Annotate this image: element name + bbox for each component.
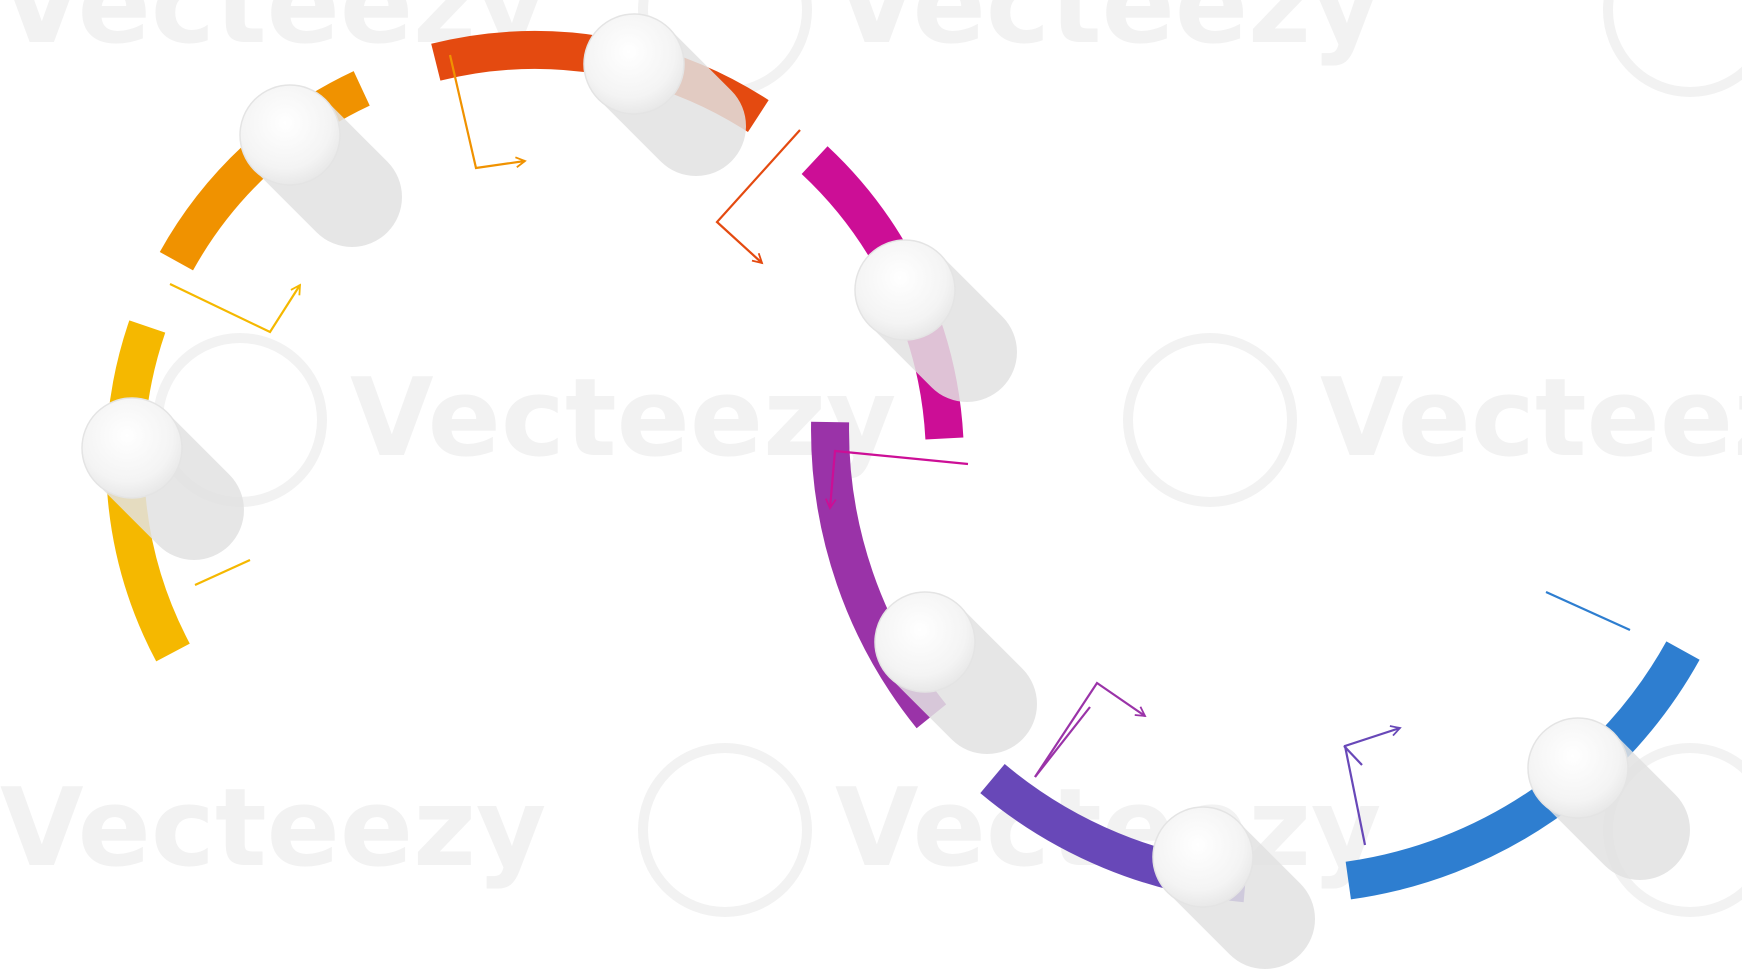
connector-arrow-icon — [169, 283, 301, 334]
watermark-logo-icon — [638, 743, 812, 917]
connector-arrow-icon — [715, 129, 801, 265]
watermark-text: Vecteezy — [835, 0, 1381, 68]
watermark-text: Vecteezy — [350, 356, 896, 481]
connector-line — [194, 558, 251, 587]
circle-marker-icon — [81, 397, 183, 499]
circle-marker-icon — [583, 13, 685, 115]
connector-line — [1034, 706, 1091, 778]
watermark-logo-icon — [1603, 0, 1742, 97]
circle-marker-icon — [1527, 717, 1629, 819]
connector-arrow-icon — [1034, 681, 1147, 778]
circle-marker-icon — [874, 591, 976, 693]
circle-marker-icon — [854, 239, 956, 341]
connector-arrow-icon — [1343, 725, 1402, 846]
circle-marker-icon — [239, 84, 341, 186]
connector-arrow-icon — [824, 449, 969, 510]
connector-line — [1545, 590, 1631, 632]
circle-marker-icon — [1152, 806, 1254, 908]
connector-line — [1343, 745, 1363, 766]
markers-layer — [81, 13, 1629, 908]
watermark-text: Vecteezy — [835, 766, 1381, 891]
arc-segment-7 — [1345, 641, 1700, 900]
watermark-text: Vecteezy — [0, 766, 546, 891]
connector-arrow-icon — [448, 54, 527, 170]
connectors-layer — [169, 54, 1631, 846]
watermark-text: Vecteezy — [1320, 356, 1742, 481]
watermark-layer: Vecteezy Vecteezy Vecteezy Vecteezy Vect… — [0, 0, 1742, 917]
watermark-logo-icon — [1123, 333, 1297, 507]
